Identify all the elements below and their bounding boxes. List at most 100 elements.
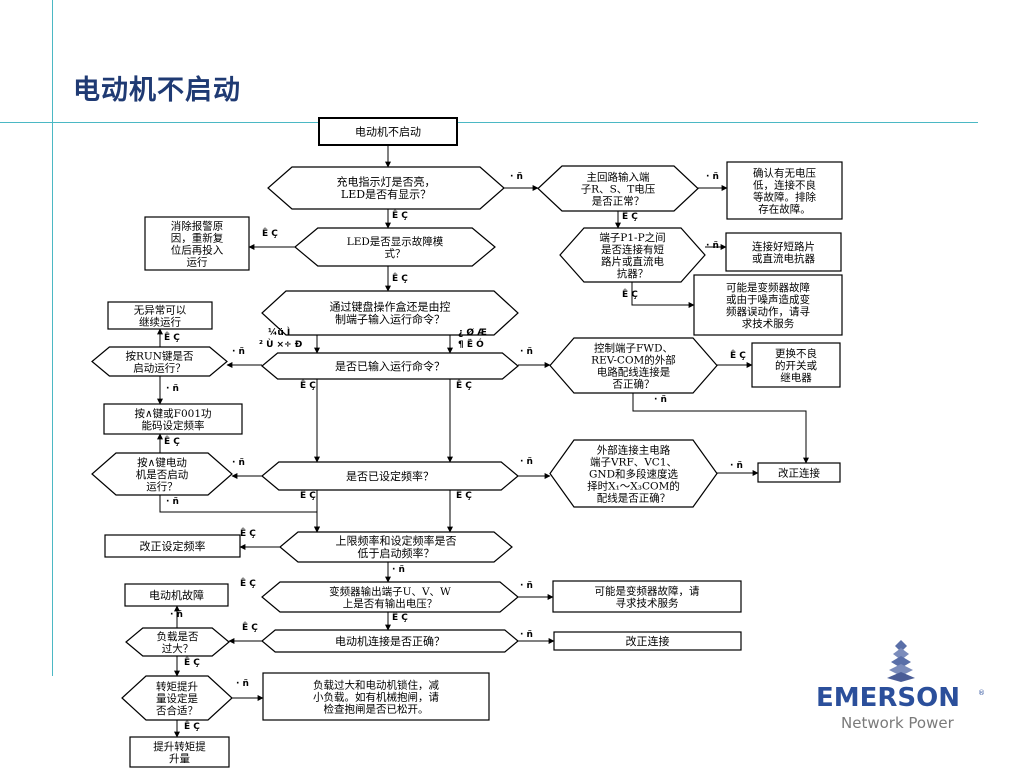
node-text-r_confirm-1: 低，连接不良 xyxy=(753,178,816,191)
decision-node-d_p1 xyxy=(559,227,706,283)
process-box-r_confirm xyxy=(726,161,843,220)
edge-label-e33: Ê Ç xyxy=(392,611,408,623)
decision-node-d_main xyxy=(537,165,699,212)
node-text-d_fault-1: 式？ xyxy=(385,247,406,260)
node-text-r_switch-1: 的开关或 xyxy=(775,359,817,372)
decision-node-d_cmd xyxy=(261,290,519,336)
edge-label-e21: Ê Ç xyxy=(164,435,180,447)
node-text-start-0: 电动机不启动 xyxy=(355,124,421,138)
node-text-d_fwd-1: REV-COM的外部 xyxy=(591,353,676,366)
process-box-r_overload xyxy=(262,672,490,721)
edge-label-e6: · ñ xyxy=(706,241,719,251)
node-text-r_switch-2: 继电器 xyxy=(780,371,812,384)
decision-node-d_input xyxy=(261,352,519,380)
node-text-r_fixfreq-0: 改正设定频率 xyxy=(140,539,206,553)
edge-label-e34: · ñ xyxy=(520,630,533,640)
node-text-d_fwd-0: 控制端子FWD、 xyxy=(594,341,673,354)
node-text-d_torque-2: 否合适？ xyxy=(156,704,198,717)
node-text-d_fwd-2: 电路配线连接是 xyxy=(597,365,671,378)
node-text-d_load-0: 负载是否 xyxy=(157,630,199,643)
node-text-d_torque-0: 转矩提升 xyxy=(156,680,198,693)
decision-node-d_motorconn xyxy=(261,629,519,653)
left-accent-line xyxy=(52,0,53,676)
node-text-r_switch-0: 更换不良 xyxy=(775,347,817,360)
decision-node-d_freq xyxy=(261,461,519,491)
node-text-d_uvw-1: 上是否有输出电压？ xyxy=(343,597,438,610)
node-text-r_overload-1: 小负载。如有机械抱闸，请 xyxy=(313,690,439,703)
emerson-logo-mark xyxy=(887,640,915,682)
process-box-r_fix2 xyxy=(553,631,742,651)
node-text-r_short-0: 连接好短路片 xyxy=(752,240,815,253)
node-text-d_keymotor-1: 机是否启动 xyxy=(136,468,189,481)
node-text-r_alarm-3: 运行 xyxy=(187,255,208,268)
node-text-r_inverter2-0: 可能是变频器故障，请 xyxy=(595,584,700,597)
process-box-r_inverter1 xyxy=(693,274,843,336)
decision-node-d_fwd xyxy=(549,337,718,394)
process-box-r_noabn xyxy=(107,301,213,330)
network-power-subtitle: Network Power xyxy=(841,714,954,732)
node-text-r_overload-0: 负载过大和电动机锁住，减 xyxy=(313,678,439,691)
node-text-d_input-0: 是否已输入运行命令？ xyxy=(335,359,445,373)
node-text-r_alarm-2: 位后再投入 xyxy=(171,243,224,256)
decision-node-d_uvw xyxy=(261,581,519,613)
edge-label-e36: Ê Ç xyxy=(184,656,200,668)
header-divider-line xyxy=(0,122,978,123)
node-text-d_vrf-3: 择时X₁～X₃COM的 xyxy=(587,479,680,492)
node-text-d_freq-0: 是否已设定频率？ xyxy=(346,469,434,483)
node-text-r_confirm-0: 确认有无电压 xyxy=(753,166,816,179)
node-text-d_upper-0: 上限频率和设定频率是否 xyxy=(336,534,457,548)
node-text-d_torque-1: 量设定是 xyxy=(156,692,198,705)
node-text-r_inverter1-3: 求技术服务 xyxy=(742,317,795,330)
edge-label-e2: · ñ xyxy=(706,172,719,182)
node-text-r_fix2-0: 改正连接 xyxy=(626,634,670,648)
node-text-d_vrf-1: 端子VRF、VC1、 xyxy=(590,455,677,468)
node-text-r_motorfault-0: 电动机故障 xyxy=(149,588,204,602)
process-box-r_switch xyxy=(751,342,841,388)
edge-label-e12: ¶ Ë Ó xyxy=(458,338,484,350)
node-text-d_vrf-0: 外部连接主电路 xyxy=(597,443,671,456)
node-text-d_runkey-1: 启动运行？ xyxy=(133,361,186,374)
connector-arrow xyxy=(631,282,695,308)
node-text-d_vrf-2: GND和多段速度选 xyxy=(589,467,678,480)
node-text-d_fwd-3: 否正确？ xyxy=(613,377,655,390)
node-text-d_cmd-0: 通过键盘操作盒还是由控 xyxy=(330,300,451,314)
node-text-d_p1-2: 路片或直流电 xyxy=(601,255,664,268)
process-box-start xyxy=(318,117,458,146)
edge-label-e3: Ê Ç xyxy=(392,209,408,221)
process-box-r_raise xyxy=(129,736,230,768)
edge-label-e32: · ñ xyxy=(170,610,183,620)
edge-label-e35: Ê Ç xyxy=(242,621,258,633)
node-text-d_p1-1: 是否连接有短 xyxy=(601,243,664,256)
emerson-wordmark: EMERSON xyxy=(816,683,961,713)
page-title: 电动机不启动 xyxy=(73,75,241,106)
decision-node-d_runkey xyxy=(91,346,228,377)
node-text-r_noabn-1: 继续运行 xyxy=(139,315,181,328)
edge-label-e17: Ê Ç xyxy=(730,349,746,361)
decision-node-d_keymotor xyxy=(91,452,233,496)
decision-node-d_load xyxy=(125,627,230,657)
node-text-r_alarm-1: 因，重新复 xyxy=(171,231,224,244)
node-text-r_fix1-0: 改正连接 xyxy=(778,466,820,479)
edge-label-e8: Ê Ç xyxy=(392,272,408,284)
node-text-d_keymotor-0: 按∧键电动 xyxy=(137,456,187,469)
edge-label-e38: Ê Ç xyxy=(184,720,200,732)
node-text-d_main-0: 主回路输入端 xyxy=(587,170,650,183)
node-text-r_inverter1-0: 可能是变频器故障 xyxy=(726,281,810,294)
process-box-r_short xyxy=(725,232,842,272)
node-text-r_short-1: 或直流电抗器 xyxy=(752,252,815,265)
connector-arrow xyxy=(632,393,809,464)
edge-label-e9: ¼ü Ì xyxy=(268,326,290,338)
edge-label-e31: · ñ xyxy=(520,581,533,591)
node-text-r_confirm-2: 等故障。排除 xyxy=(753,190,816,203)
edge-label-e18: Ê Ç xyxy=(300,379,316,391)
edge-label-e16: · ñ xyxy=(166,384,179,394)
node-text-d_main-2: 是否正常？ xyxy=(592,194,645,207)
decision-node-d_fault xyxy=(294,227,496,267)
node-text-d_uvw-0: 变频器输出端子U、V、W xyxy=(329,585,451,598)
process-box-r_keyset xyxy=(103,403,243,435)
decision-node-d_vrf xyxy=(549,439,718,508)
node-text-r_raise-1: 升量 xyxy=(169,753,190,765)
edge-label-e13: Ê Ç xyxy=(164,331,180,343)
process-box-r_alarm xyxy=(144,216,250,271)
